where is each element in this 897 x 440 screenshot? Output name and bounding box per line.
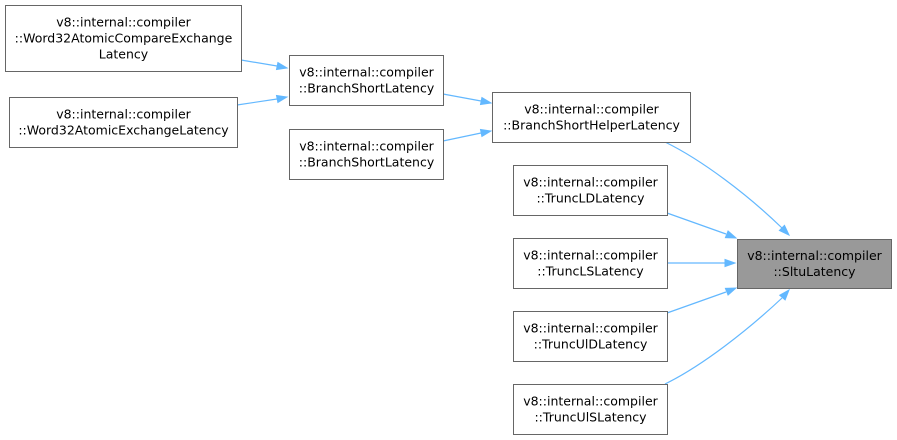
node-label-line: v8::internal::compiler [299, 65, 434, 80]
edge-line [442, 132, 482, 142]
edge-branch-short-b-to-branch-short-helper [442, 128, 493, 142]
node-box [289, 129, 444, 180]
node-box [513, 165, 668, 216]
edge-trunc-ld-to-sltu [666, 212, 738, 239]
node-branch-short-a[interactable]: v8::internal::compiler::BranchShortLaten… [289, 55, 444, 106]
node-box [289, 55, 444, 106]
arrowhead-icon [724, 258, 737, 268]
edge-line [664, 297, 783, 385]
edge-trunc-uls-to-sltu [664, 288, 790, 385]
node-box [9, 97, 238, 148]
node-label-line: v8::internal::compiler [523, 175, 658, 190]
node-label-line: ::Word32AtomicCompareExchange [15, 31, 233, 46]
node-label-line: v8::internal::compiler [299, 139, 434, 154]
node-label-line: ::TruncLSLatency [537, 264, 644, 279]
edge-line [664, 141, 783, 229]
arrowhead-icon [275, 61, 289, 71]
edge-trunc-ls-to-sltu [667, 258, 737, 268]
edge-branch-short-helper-to-sltu [664, 141, 791, 237]
arrowhead-icon [778, 224, 791, 237]
node-word32-xchg[interactable]: v8::internal::compiler::Word32AtomicExch… [9, 97, 238, 148]
arrowhead-icon [724, 287, 738, 296]
arrowhead-icon [275, 94, 289, 104]
node-branch-short-b[interactable]: v8::internal::compiler::BranchShortLaten… [289, 129, 444, 180]
node-label-line: v8::internal::compiler [56, 107, 191, 122]
node-label-line: v8::internal::compiler [523, 248, 658, 263]
edge-line [240, 59, 278, 67]
node-label-line: v8::internal::compiler [523, 321, 658, 336]
node-trunc-uld[interactable]: v8::internal::compiler::TruncUlDLatency [513, 311, 668, 362]
node-trunc-ls[interactable]: v8::internal::compiler::TruncLSLatency [513, 238, 668, 289]
node-label-line: v8::internal::compiler [524, 102, 659, 117]
node-box [513, 384, 668, 435]
edge-line [236, 98, 278, 106]
node-label-line: ::BranchShortLatency [299, 81, 435, 96]
edge-layer [236, 59, 791, 385]
node-label-line: v8::internal::compiler [523, 394, 658, 409]
arrowhead-icon [479, 128, 493, 138]
node-label-line: ::TruncUlDLatency [534, 337, 648, 352]
edge-line [666, 212, 727, 235]
arrowhead-icon [778, 288, 790, 301]
node-branch-short-helper[interactable]: v8::internal::compiler::BranchShortHelpe… [492, 92, 691, 143]
node-label-line: ::TruncLDLatency [536, 191, 645, 206]
edge-branch-short-a-to-branch-short-helper [442, 93, 493, 106]
edge-line [666, 291, 727, 314]
node-box [513, 311, 668, 362]
node-box [5, 5, 242, 72]
edge-word32-xchg-to-branch-short-a [236, 94, 289, 106]
node-box [513, 238, 668, 289]
node-label-line: ::SltuLatency [773, 264, 856, 279]
arrowhead-icon [724, 230, 738, 239]
node-box [492, 92, 691, 143]
node-trunc-ld[interactable]: v8::internal::compiler::TruncLDLatency [513, 165, 668, 216]
edge-trunc-uld-to-sltu [666, 287, 738, 314]
edge-word32-cmpxchg-to-branch-short-a [240, 59, 289, 71]
node-layer: v8::internal::compiler::Word32AtomicComp… [5, 5, 892, 435]
node-label-line: ::BranchShortLatency [299, 155, 435, 170]
edge-line [442, 93, 482, 102]
node-label-line: ::TruncUlSLatency [534, 410, 647, 425]
arrowhead-icon [479, 96, 493, 106]
node-word32-cmpxchg[interactable]: v8::internal::compiler::Word32AtomicComp… [5, 5, 242, 72]
node-trunc-uls[interactable]: v8::internal::compiler::TruncUlSLatency [513, 384, 668, 435]
node-label-line: ::Word32AtomicExchangeLatency [18, 123, 229, 138]
node-label-line: ::BranchShortHelperLatency [503, 118, 680, 133]
node-label-line: v8::internal::compiler [56, 15, 191, 30]
node-label-line: Latency [99, 47, 149, 62]
node-box [737, 239, 892, 289]
node-label-line: v8::internal::compiler [747, 248, 882, 263]
node-sltu[interactable]: v8::internal::compiler::SltuLatency [737, 239, 892, 289]
